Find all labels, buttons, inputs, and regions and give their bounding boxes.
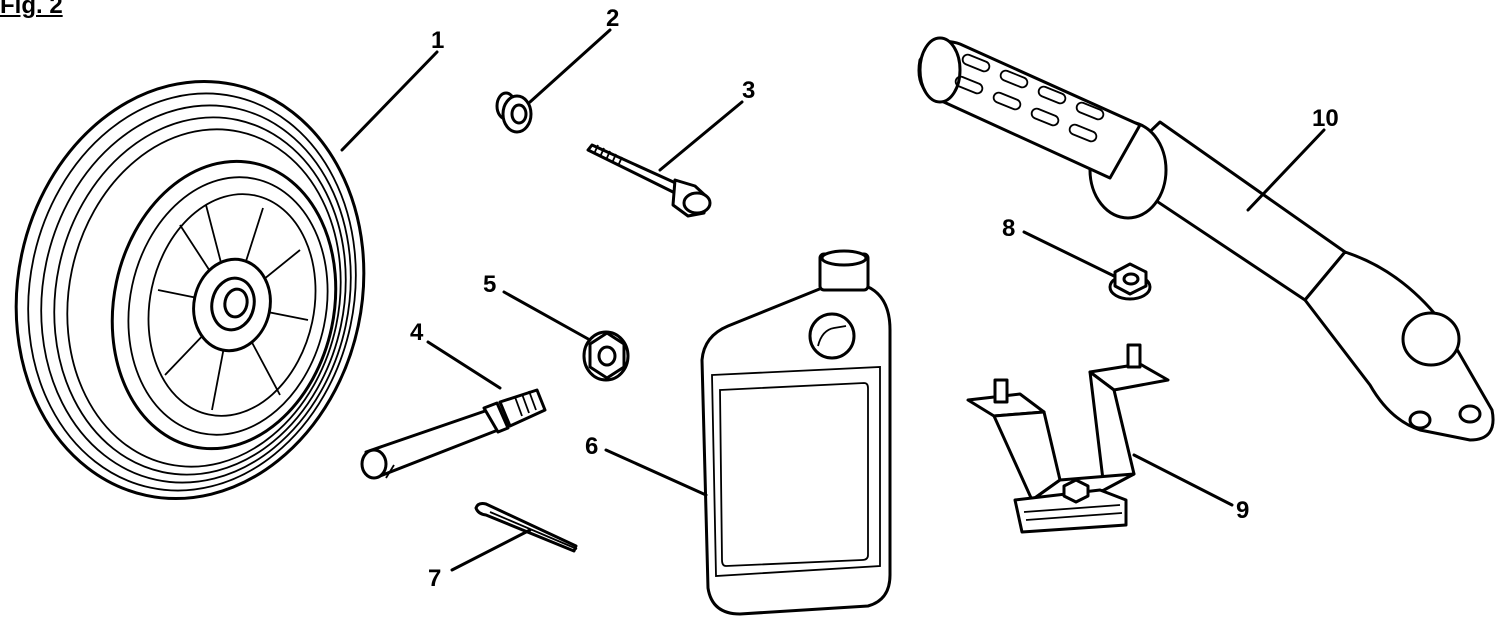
- part-3-bolt: [586, 143, 712, 218]
- part-6-oil-bottle: [700, 249, 892, 616]
- callout-4: 4: [410, 319, 424, 346]
- part-1-wheel: [14, 79, 366, 501]
- part-8-lock-nut: [1108, 262, 1152, 301]
- figure-title: Fig. 2: [0, 0, 63, 19]
- callout-8: 8: [1002, 215, 1015, 242]
- part-5-flange-nut: [582, 330, 630, 382]
- callout-10: 10: [1312, 105, 1339, 132]
- leader-line-3: [658, 100, 744, 172]
- callout-5: 5: [483, 271, 496, 298]
- callout-7: 7: [428, 565, 441, 592]
- part-7-cotter-pin: [474, 502, 578, 553]
- leader-line-1: [340, 50, 439, 152]
- callout-2: 2: [606, 5, 619, 32]
- leader-line-10: [1246, 128, 1326, 212]
- leader-line-9: [1132, 453, 1234, 507]
- part-9-foot-bracket: [966, 343, 1170, 534]
- part-2-bushing: [495, 91, 533, 134]
- part-4-axle: [360, 388, 547, 480]
- leader-line-4: [426, 340, 502, 390]
- leader-line-7: [450, 528, 532, 572]
- part-10-handle: [917, 36, 1495, 442]
- callout-9: 9: [1236, 497, 1249, 524]
- callout-6: 6: [585, 433, 598, 460]
- leader-line-5: [502, 290, 592, 342]
- callout-1: 1: [431, 27, 444, 54]
- leader-line-8: [1022, 230, 1116, 278]
- leader-line-2: [528, 28, 612, 104]
- callout-3: 3: [742, 77, 755, 104]
- leader-line-6: [604, 448, 708, 497]
